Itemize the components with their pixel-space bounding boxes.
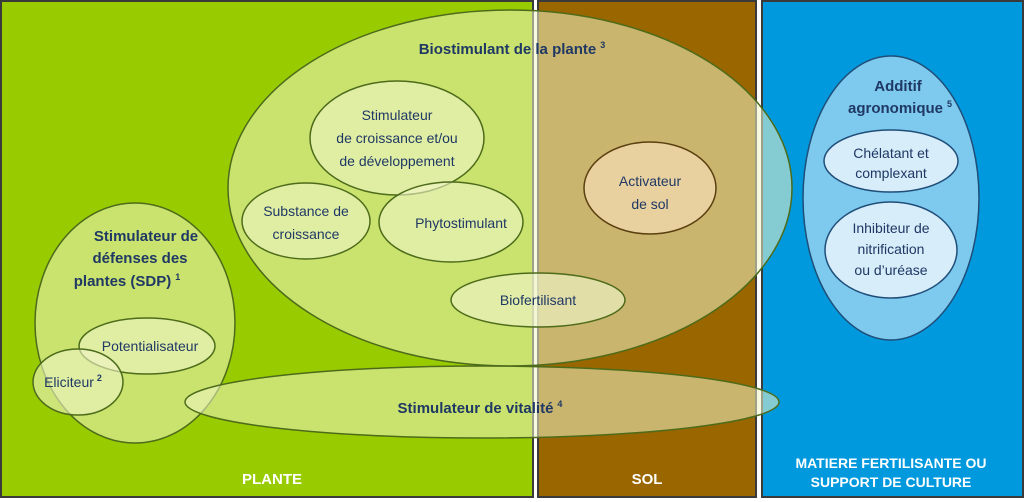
label-sdp-3: plantes (SDP)1: [74, 272, 181, 290]
label-activateur-sol-1: Activateur: [619, 173, 682, 189]
label-additif-1: Additif: [874, 78, 922, 95]
label-sdp-1: Stimulateur de: [94, 228, 198, 245]
label-substance-croissance-1: Substance de: [263, 203, 349, 219]
label-stimulateur-croissance-3: de développement: [339, 153, 454, 169]
label-sdp-2: défenses des: [92, 250, 187, 267]
ellipse-biofertilisant: [450, 272, 626, 328]
ellipse-vitalite: [184, 365, 780, 439]
ellipse-substance-croissance: [241, 182, 371, 260]
label-chelatant-2: complexant: [855, 165, 927, 181]
panel-label-plante: PLANTE: [242, 471, 302, 488]
ellipse-potentialisateur: [78, 317, 216, 375]
panel-label-matiere-1: MATIERE FERTILISANTE OU: [795, 455, 986, 471]
label-phytostimulant: Phytostimulant: [415, 215, 507, 231]
label-substance-croissance-2: croissance: [273, 226, 340, 242]
ellipse-inhibiteur: [824, 201, 958, 299]
label-activateur-sol-2: de sol: [631, 196, 668, 212]
label-chelatant-1: Chélatant et: [853, 145, 929, 161]
label-inhibiteur-3: ou d’uréase: [854, 262, 927, 278]
label-stimulateur-croissance-1: Stimulateur: [362, 107, 433, 123]
panel-label-sol: SOL: [632, 471, 663, 488]
ellipse-activateur-sol: [583, 141, 717, 235]
panel-label-matiere-2: SUPPORT DE CULTURE: [811, 474, 972, 490]
label-potentialisateur: Potentialisateur: [102, 338, 199, 354]
label-inhibiteur-2: nitrification: [858, 241, 925, 257]
ellipse-phytostimulant: [378, 181, 524, 263]
ellipse-eliciteur: [32, 348, 124, 416]
label-stimulateur-croissance-2: de croissance et/ou: [336, 130, 457, 146]
label-inhibiteur-1: Inhibiteur de: [852, 220, 929, 236]
label-biofertilisant: Biofertilisant: [500, 292, 576, 308]
ellipse-chelatant: [823, 129, 959, 193]
